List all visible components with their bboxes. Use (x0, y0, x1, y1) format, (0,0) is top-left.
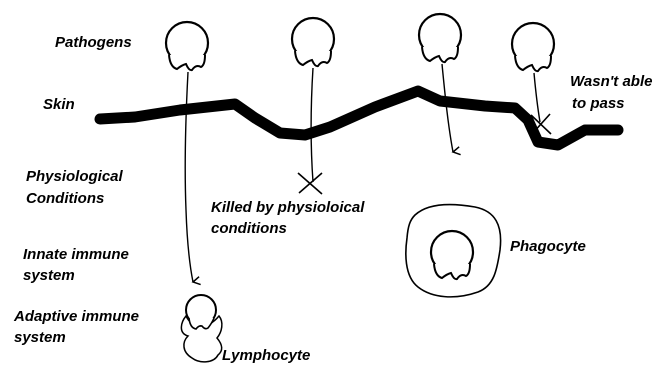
physiological-conditions-label-line-1: Physiological (26, 167, 123, 186)
lymphocyte-label: Lymphocyte (222, 346, 310, 365)
innate-immune-system-label-line-2: system (23, 266, 75, 285)
cross-mark-icon (298, 173, 322, 194)
innate-immune-system-label-line-1: Innate immune (23, 245, 129, 264)
pathogen-icon (292, 18, 334, 66)
arrow-icon (534, 73, 540, 122)
adaptive-immune-system-label-line-2: system (14, 328, 66, 347)
pathogens-label: Pathogens (55, 33, 132, 52)
wasnt-able-to-pass-label-line-1: Wasn't able (570, 72, 652, 91)
skin-band (100, 91, 618, 145)
adaptive-immune-system-label-line-1: Adaptive immune (14, 307, 139, 326)
killed-by-physiological-label-line-1: Killed by physioloical (211, 198, 364, 217)
pathogen-icon (419, 14, 461, 62)
phagocyte-label: Phagocyte (510, 237, 586, 256)
arrow-icon (442, 64, 453, 152)
lymphocyte-icon (181, 295, 222, 362)
pathogen-icon (166, 22, 208, 70)
pathogen-icon (512, 23, 554, 71)
phagocyte-icon (406, 205, 501, 297)
wasnt-able-to-pass-label-line-2: to pass (572, 94, 625, 113)
physiological-conditions-label-line-2: Conditions (26, 189, 104, 208)
killed-by-physiological-label-line-2: conditions (211, 219, 287, 238)
arrow-icon (311, 68, 313, 182)
skin-label: Skin (43, 95, 75, 114)
